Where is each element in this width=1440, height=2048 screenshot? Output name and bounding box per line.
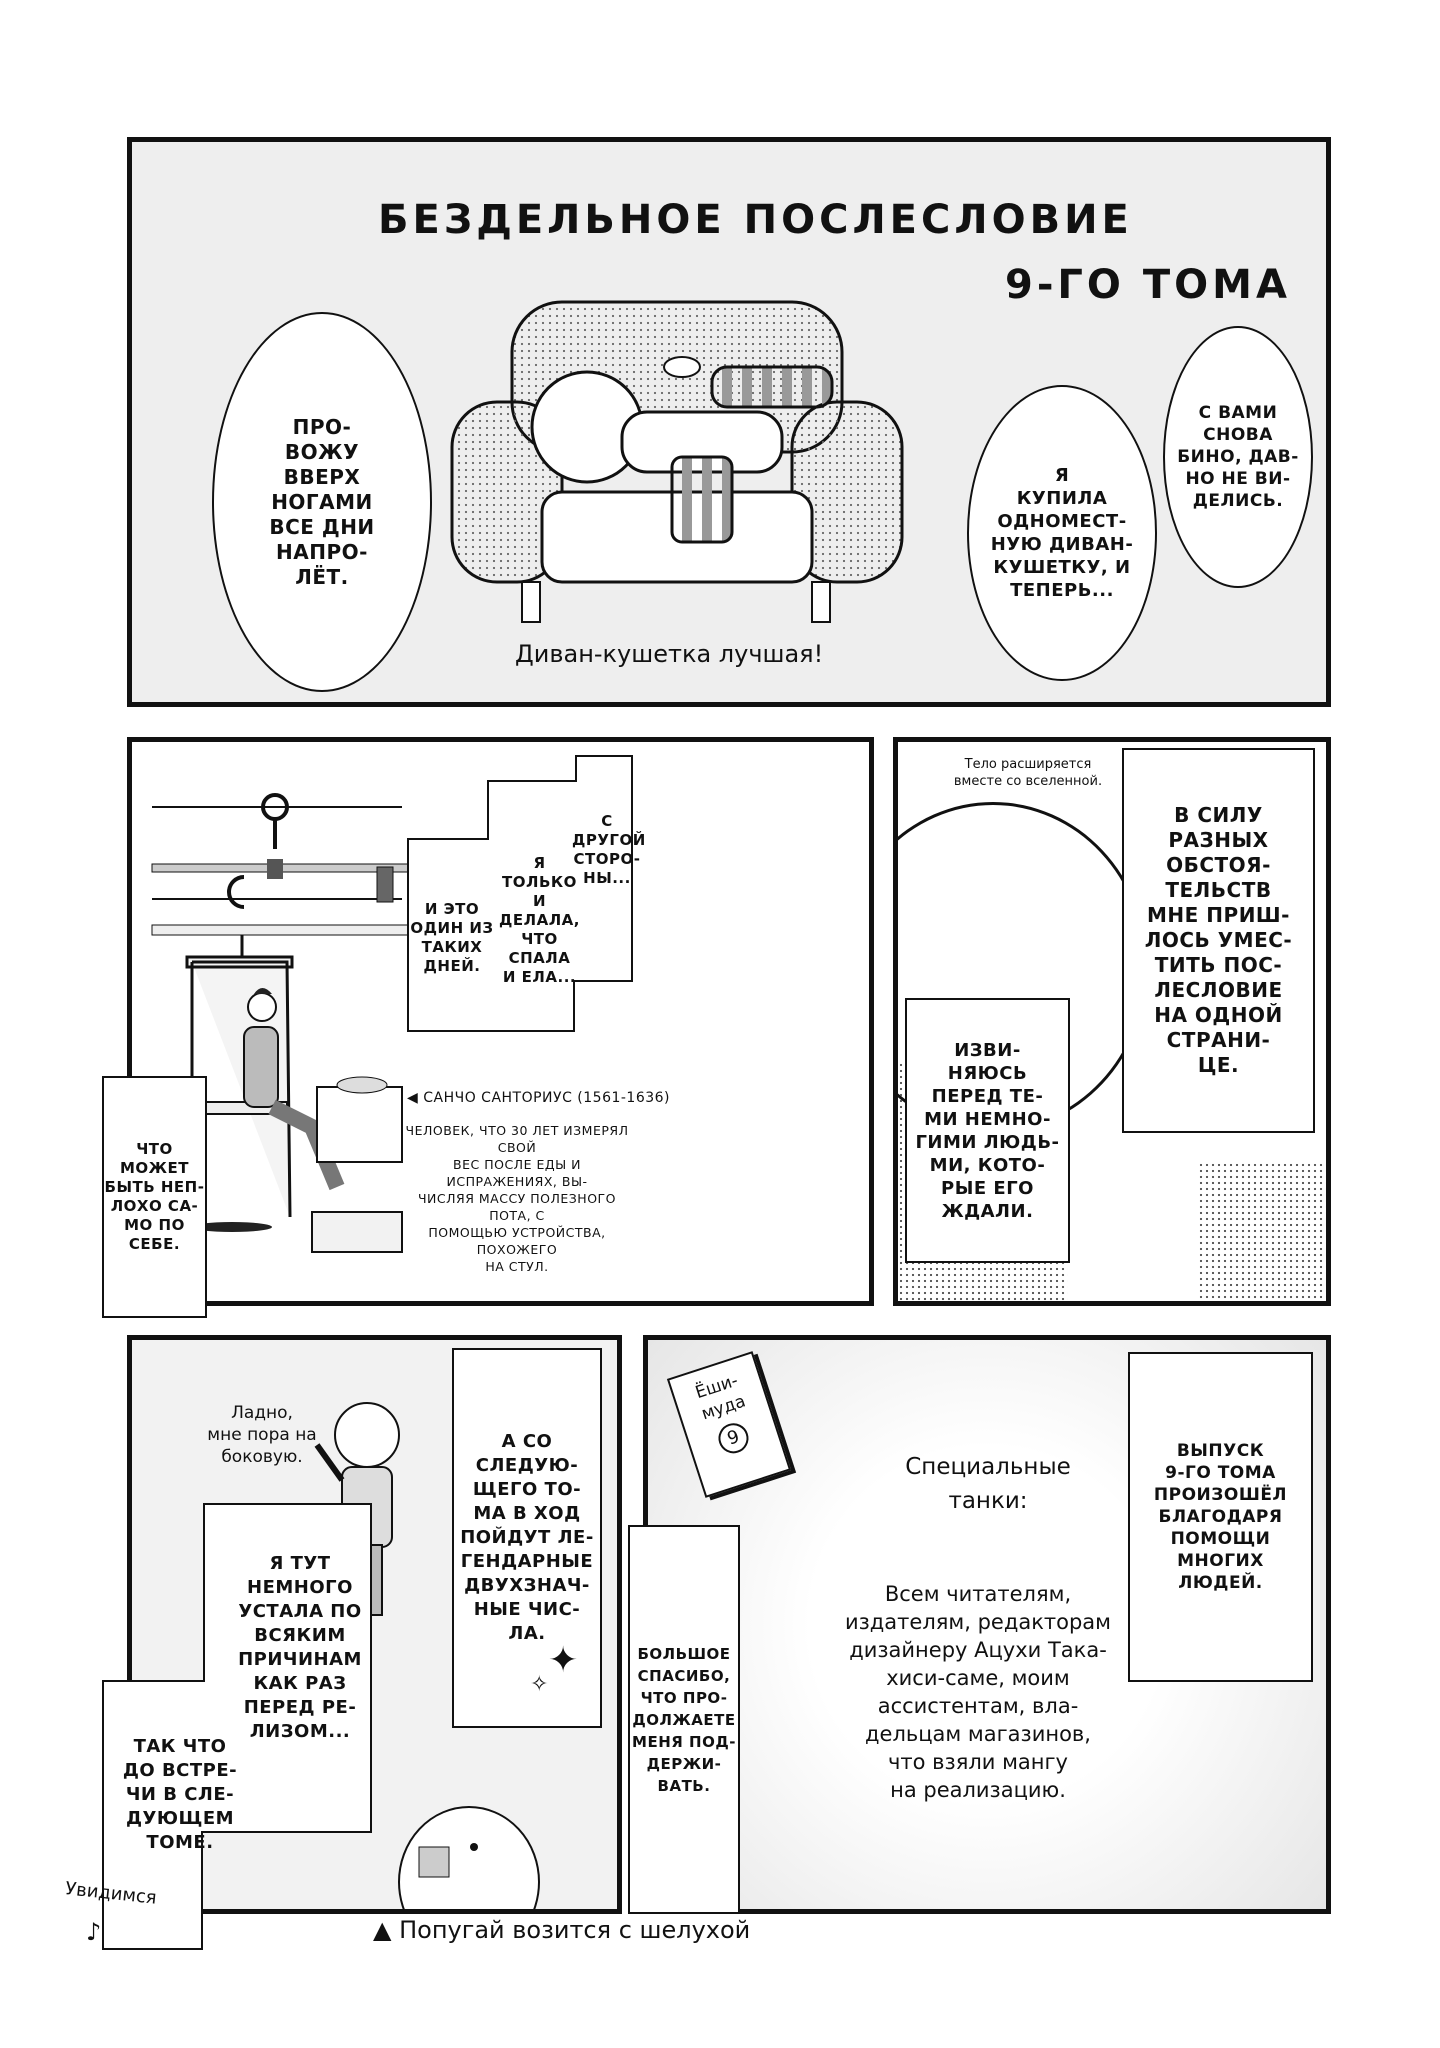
speech-bubble-left: ПРО- ВОЖУ ВВЕРХ НОГАМИ ВСЕ ДНИ НАПРО- ЛЁ… bbox=[212, 312, 432, 692]
body-expands-note: Тело расширяется вместе со вселенной. bbox=[953, 757, 1103, 789]
person-name: ◀ САНЧО САНТОРИУС (1561-1636) bbox=[407, 1090, 671, 1106]
side-caption-box: ЧТО МОЖЕТ БЫТЬ НЕП- ЛОХО СА- МО ПО СЕБЕ. bbox=[102, 1076, 207, 1318]
panel-santorius: И ЭТО ОДИН ИЗ ТАКИХ ДНЕЙ. Я ТОЛЬКО И ДЕЛ… bbox=[127, 737, 874, 1306]
caption-tired: Я ТУТ НЕМНОГО УСТАЛА ПО ВСЯКИМ ПРИЧИНАМ … bbox=[238, 1553, 362, 1742]
caption-box-next-volume: А СО СЛЕДУЮ- ЩЕГО ТО- МА В ХОД ПОЙДУТ ЛЕ… bbox=[452, 1348, 602, 1728]
caption-col3: С ДРУГОЙ СТОРО- НЫ... bbox=[572, 812, 646, 887]
panel-top: БЕЗДЕЛЬНОЕ ПОСЛЕСЛОВИЕ 9-ГО ТОМА ПРО- ВО… bbox=[127, 137, 1331, 707]
person-description: ЧЕЛОВЕК, ЧТО 30 ЛЕТ ИЗМЕРЯЛ СВОЙ ВЕС ПОС… bbox=[405, 1123, 629, 1274]
caption-col1: И ЭТО ОДИН ИЗ ТАКИХ ДНЕЙ. bbox=[410, 900, 494, 975]
sparkle-small-icon: ✧ bbox=[530, 1672, 549, 1697]
girl-speech: Ладно, мне пора на боковую. bbox=[207, 1403, 317, 1467]
speech-bubble-center: Я КУПИЛА ОДНОМЕСТ- НУЮ ДИВАН- КУШЕТКУ, И… bbox=[967, 385, 1157, 681]
caption-see-you: ТАК ЧТО ДО ВСТРЕ- ЧИ В СЛЕ- ДУЮЩЕМ ТОМЕ. bbox=[122, 1736, 238, 1853]
special-thanks-heading: Специальные танки: bbox=[905, 1454, 1071, 1514]
caption-box-apology: ИЗВИ- НЯЮСЬ ПЕРЕД ТЕ- МИ НЕМНО- ГИМИ ЛЮД… bbox=[905, 998, 1070, 1263]
left-arrow-icon: ◀ bbox=[407, 1090, 424, 1106]
sofa-illustration bbox=[450, 300, 904, 623]
caption-box-gratitude: БОЛЬШОЕ СПАСИБО, ЧТО ПРО- ДОЛЖАЕТЕ МЕНЯ … bbox=[628, 1525, 740, 1914]
book-title: Ёши- муда bbox=[693, 1370, 749, 1425]
book-illustration: Ёши- муда 9 bbox=[666, 1351, 792, 1498]
caption-col2: Я ТОЛЬКО И ДЕЛАЛА, ЧТО СПАЛА И ЕЛА... bbox=[499, 854, 580, 986]
speech-bubble-right: С ВАМИ СНОВА БИНО, ДАВ- НО НЕ ВИ- ДЕЛИСЬ… bbox=[1163, 326, 1313, 588]
up-arrow-icon: ▲ bbox=[373, 1916, 400, 1944]
book-number: 9 bbox=[714, 1419, 753, 1458]
caption-box-release: ВЫПУСК 9-ГО ТОМА ПРОИЗОШЁЛ БЛАГОДАРЯ ПОМ… bbox=[1128, 1352, 1313, 1682]
page-title: БЕЗДЕЛЬНОЕ ПОСЛЕСЛОВИЕ bbox=[378, 197, 1133, 243]
special-thanks-text: Всем читателям, издателям, редакторам ди… bbox=[844, 1582, 1112, 1802]
dotted-shading bbox=[1198, 1162, 1326, 1301]
volume-subtitle: 9-ГО ТОМА bbox=[1005, 262, 1291, 308]
sofa-caption: Диван-кушетка лучшая! bbox=[515, 640, 824, 668]
parrot-illustration bbox=[398, 1806, 540, 1909]
music-note-icon: ♪ bbox=[86, 1918, 102, 1946]
parrot-caption: ▲ Попугай возится с шелухой bbox=[373, 1916, 751, 1944]
caption-box-circumstances: В СИЛУ РАЗНЫХ ОБСТОЯ- ТЕЛЬСТВ МНЕ ПРИШ- … bbox=[1122, 748, 1315, 1133]
sparkle-icon: ✦ bbox=[548, 1640, 579, 1681]
weighing-chair-illustration bbox=[151, 793, 413, 1253]
